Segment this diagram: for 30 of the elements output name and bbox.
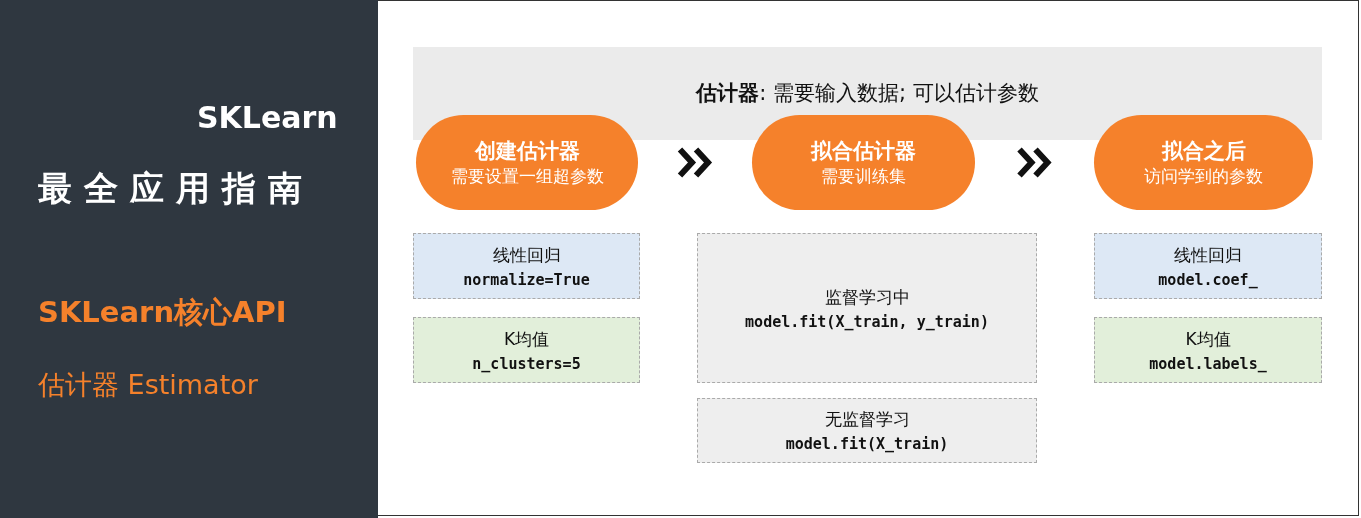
node-title: 无监督学习 bbox=[824, 408, 910, 431]
step-pill bbox=[416, 115, 638, 210]
title-text: SKLearn bbox=[197, 100, 338, 135]
node-title: 线性回归 bbox=[492, 243, 561, 267]
param-card bbox=[413, 233, 640, 299]
subtitle-text: 最全应用指南 bbox=[38, 167, 314, 210]
method-card bbox=[697, 233, 1037, 383]
band-heading: 估计器: 需要输入数据; 可以估计参数 bbox=[696, 80, 1039, 107]
code-text: model.labels_ bbox=[1149, 354, 1267, 373]
node-title: 拟合估计器 bbox=[811, 138, 916, 165]
node-title: 创建估计器 bbox=[474, 138, 580, 165]
node-title: 拟合之后 bbox=[1161, 138, 1246, 165]
code-text: n_clusters=5 bbox=[472, 354, 581, 373]
node-description: 需要设置一组超参数 bbox=[450, 165, 604, 188]
param-card bbox=[413, 317, 640, 383]
code-text: model.fit(X_train) bbox=[785, 435, 949, 453]
method-card bbox=[697, 398, 1037, 463]
node-title: 线性回归 bbox=[1174, 243, 1242, 267]
code-text: model.fit(X_train, y_train) bbox=[745, 312, 989, 331]
node-title: K均值 bbox=[503, 327, 550, 351]
node-description: 访问学到的参数 bbox=[1144, 165, 1263, 188]
code-text: model.coef_ bbox=[1158, 270, 1258, 289]
section-subheading: 估计器 Estimator bbox=[38, 368, 258, 402]
node-description: 需要训练集 bbox=[821, 165, 906, 188]
section-heading: SKLearn核心API bbox=[38, 294, 287, 331]
node-title: 监督学习中 bbox=[824, 285, 910, 309]
node-title: K均值 bbox=[1185, 327, 1231, 351]
attribute-card bbox=[1094, 233, 1322, 299]
code-text: normalize=True bbox=[463, 270, 590, 289]
attribute-card bbox=[1094, 317, 1322, 383]
